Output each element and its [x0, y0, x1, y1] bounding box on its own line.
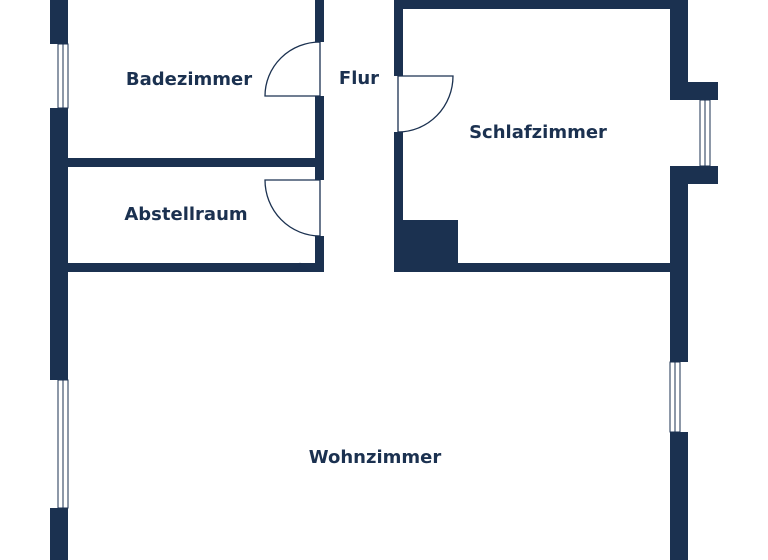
- wall-bath-storage: [66, 158, 323, 167]
- window-living-right: [669, 361, 681, 433]
- wall-hall-left-low: [315, 236, 324, 272]
- wall-right-bottom: [670, 432, 688, 560]
- wall-right-middle: [670, 166, 688, 362]
- threshold-marker: [288, 262, 312, 272]
- wall-hall-left-mid: [315, 96, 324, 180]
- room-labels: Badezimmer Flur Schlafzimmer Abstellraum…: [124, 68, 607, 468]
- door-bedroom: [397, 75, 454, 133]
- wall-bedroom-right-top: [670, 0, 688, 100]
- wall-hall-left-top: [315, 0, 324, 42]
- window-bedroom: [699, 99, 711, 167]
- window-living-left: [57, 379, 69, 509]
- wall-storage-living: [66, 263, 323, 272]
- label-schlafzimmer: Schlafzimmer: [469, 122, 607, 143]
- wall-left-middle: [50, 108, 68, 380]
- window-bathroom: [57, 43, 69, 109]
- wall-bedroom-bottom: [394, 263, 688, 272]
- windows: [57, 43, 711, 509]
- label-badezimmer: Badezimmer: [126, 69, 252, 90]
- wall-bedroom-niche-top: [670, 82, 718, 100]
- walls: [50, 0, 718, 560]
- label-flur: Flur: [339, 68, 379, 89]
- label-wohnzimmer: Wohnzimmer: [309, 447, 442, 468]
- doors: [264, 41, 454, 272]
- door-storage: [264, 179, 321, 237]
- label-abstellraum: Abstellraum: [124, 204, 247, 225]
- wall-bedroom-top: [394, 0, 688, 9]
- wall-left-bottom: [50, 508, 68, 560]
- wall-bedroom-left-low: [394, 132, 403, 272]
- wall-left-top: [50, 0, 68, 44]
- door-bathroom: [264, 41, 321, 97]
- wall-bedroom-left-top: [394, 0, 403, 76]
